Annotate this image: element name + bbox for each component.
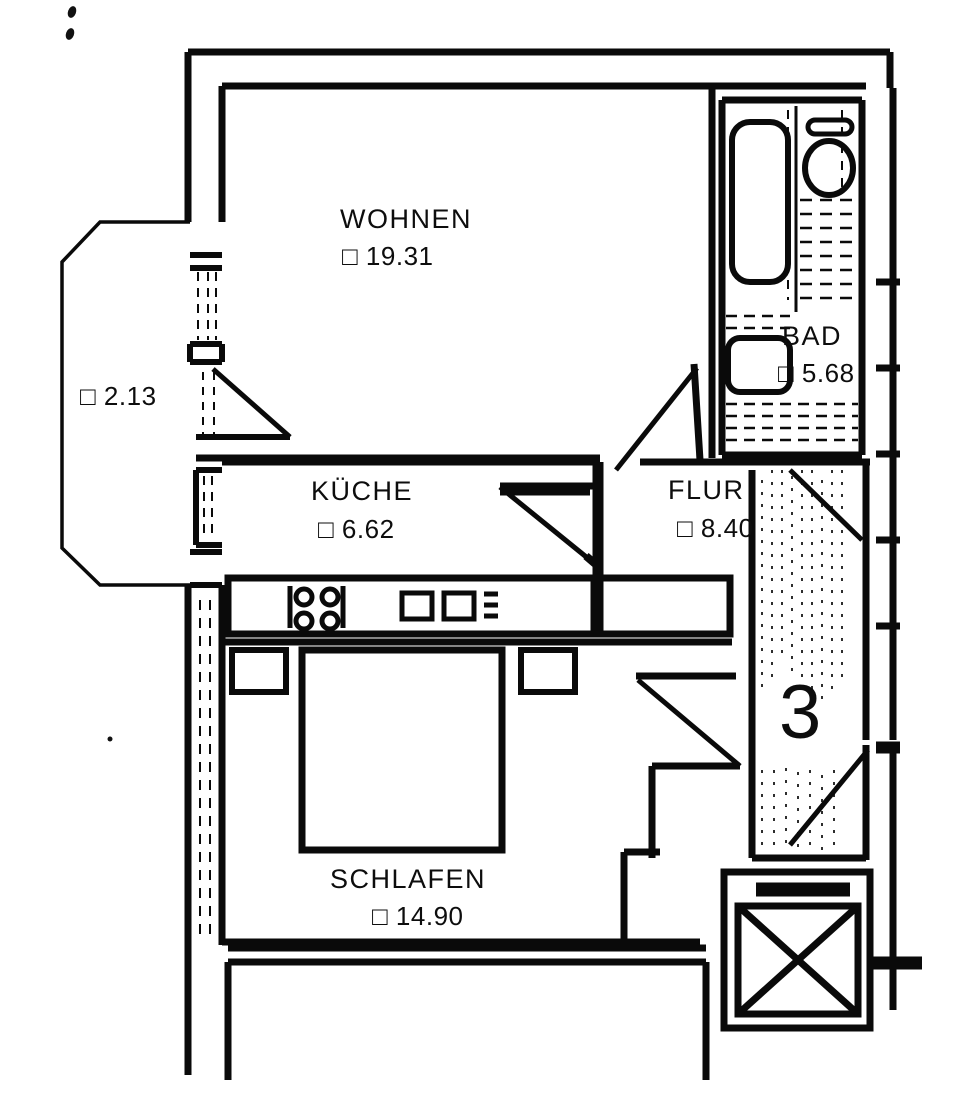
toilet-icon xyxy=(802,117,856,198)
bad-room-walls xyxy=(718,82,870,466)
elevator-shaft-icon xyxy=(720,868,922,1032)
kitchen-counter-icon xyxy=(224,574,734,638)
kueche-walls xyxy=(498,363,704,578)
wohnen-area: □ 19.31 xyxy=(342,241,434,271)
room-label-schlafen: SCHLAFEN □ 14.90 xyxy=(330,864,486,931)
double-bed-icon xyxy=(298,646,506,854)
scan-artifact-specks xyxy=(65,6,113,742)
balcony-outline xyxy=(60,220,190,587)
room-label-balkon: □ 2.13 xyxy=(80,381,157,411)
wohnen-room-walls xyxy=(196,86,716,466)
flur-walls xyxy=(640,458,900,862)
lower-neighbour-room xyxy=(224,958,710,1080)
flur-name: FLUR xyxy=(668,475,745,505)
bad-name: BAD xyxy=(782,321,842,351)
nightstand-icon xyxy=(229,647,289,695)
bad-area: □ 5.68 xyxy=(778,358,855,388)
schlafen-name: SCHLAFEN xyxy=(330,864,486,894)
bedroom-left-wall-hatch xyxy=(199,600,211,940)
kueche-name: KÜCHE xyxy=(311,476,413,506)
double-sink-icon xyxy=(399,590,498,622)
right-edge-wall-stubs xyxy=(876,278,900,630)
washbasin-icon xyxy=(725,335,793,395)
unit-number: 3 xyxy=(779,670,821,755)
nightstand-icon xyxy=(518,647,578,695)
room-label-kueche: KÜCHE □ 6.62 xyxy=(311,476,413,544)
room-label-bad: BAD □ 5.68 xyxy=(778,321,855,388)
flur-area: □ 8.40 xyxy=(677,513,754,543)
schlafen-walls xyxy=(222,638,742,952)
balkon-area: □ 2.13 xyxy=(80,381,157,411)
room-label-flur: FLUR □ 8.40 xyxy=(668,475,754,543)
stove-four-burner-icon xyxy=(287,586,346,632)
bathtub-icon xyxy=(729,119,791,285)
left-wall-segments xyxy=(187,252,292,588)
kueche-area: □ 6.62 xyxy=(318,514,395,544)
wohnen-name: WOHNEN xyxy=(340,204,472,234)
room-label-wohnen: WOHNEN □ 19.31 xyxy=(340,204,472,271)
schlafen-area: □ 14.90 xyxy=(372,901,464,931)
